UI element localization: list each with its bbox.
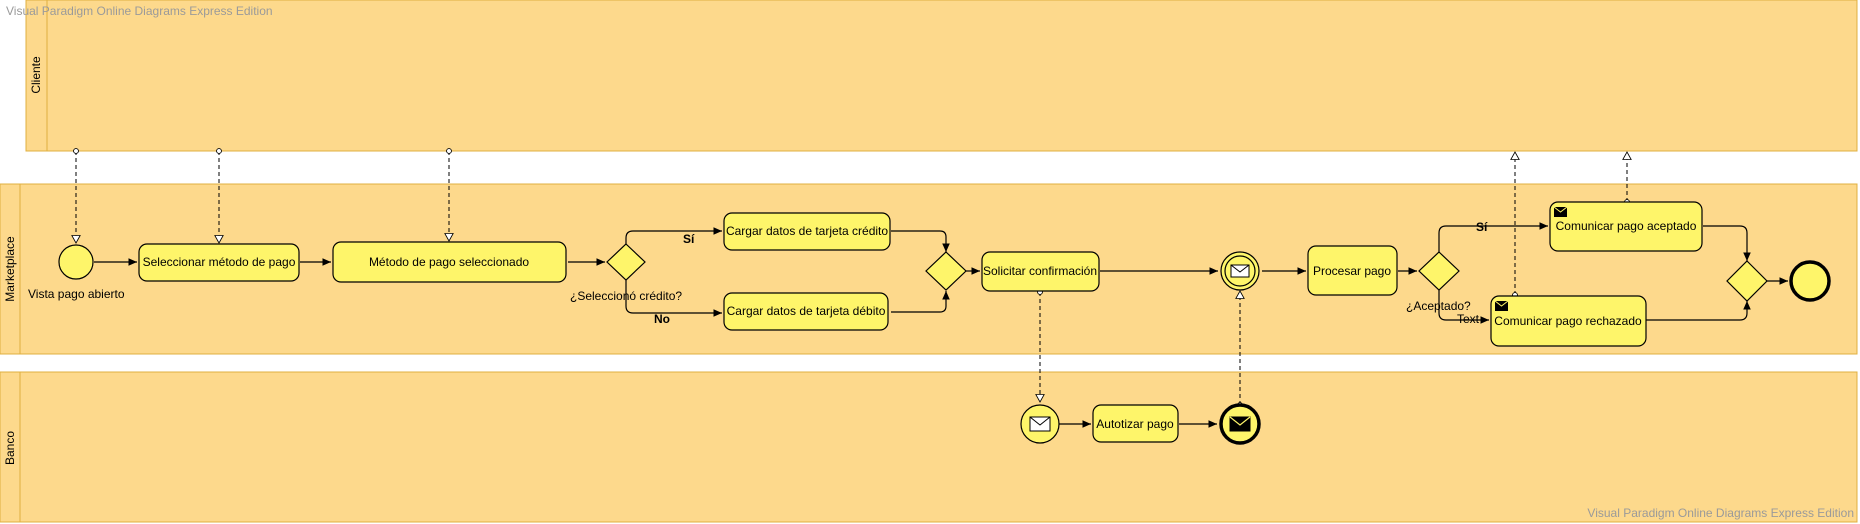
task-label: Autotizar pago bbox=[1096, 417, 1174, 431]
sequence-flow[interactable] bbox=[625, 279, 722, 317]
task-seleccionar-metodo[interactable]: Seleccionar método de pago bbox=[138, 243, 300, 282]
sequence-flow[interactable] bbox=[1438, 222, 1548, 253]
task-label: Procesar pago bbox=[1313, 264, 1391, 278]
intermediate-catch-message-event[interactable] bbox=[1220, 251, 1260, 291]
task-comunicar-rechazado[interactable]: Comunicar pago rechazado bbox=[1490, 295, 1647, 347]
task-label: Solicitar confirmación bbox=[983, 264, 1097, 278]
banco-message-end-event[interactable] bbox=[1219, 403, 1261, 445]
gateway-merge-tarjeta[interactable] bbox=[925, 251, 967, 291]
gateway-credito[interactable] bbox=[606, 243, 646, 281]
watermark-top: Visual Paradigm Online Diagrams Express … bbox=[6, 4, 273, 18]
sequence-flows bbox=[94, 222, 1788, 428]
task-solicitar-confirmacion[interactable]: Solicitar confirmación bbox=[981, 251, 1100, 292]
pool-cliente[interactable]: Cliente bbox=[25, 0, 1858, 152]
gateway-aceptado-label: ¿Aceptado? bbox=[1406, 299, 1471, 313]
task-label: Comunicar pago rechazado bbox=[1494, 314, 1642, 328]
sequence-flow[interactable] bbox=[1646, 301, 1751, 321]
end-event[interactable] bbox=[1789, 260, 1831, 302]
flow-label-text: Text bbox=[1457, 312, 1480, 326]
task-procesar-pago[interactable]: Procesar pago bbox=[1307, 245, 1398, 296]
watermark-bottom: Visual Paradigm Online Diagrams Express … bbox=[1587, 506, 1854, 520]
sequence-flow[interactable] bbox=[625, 227, 722, 245]
start-event[interactable] bbox=[58, 244, 94, 280]
task-cargar-credito[interactable]: Cargar datos de tarjeta crédito bbox=[723, 212, 891, 251]
task-label: Cargar datos de tarjeta crédito bbox=[726, 224, 888, 238]
start-event-label: Vista pago abierto bbox=[28, 287, 125, 301]
flow-label-si: Sí bbox=[1476, 220, 1488, 234]
task-comunicar-aceptado[interactable]: Comunicar pago aceptado bbox=[1549, 201, 1703, 252]
task-metodo-seleccionado[interactable]: Método de pago seleccionado bbox=[332, 241, 567, 283]
lane-label-banco: Banco bbox=[3, 431, 17, 465]
sequence-flow[interactable] bbox=[891, 291, 950, 313]
task-cargar-debito[interactable]: Cargar datos de tarjeta débito bbox=[723, 292, 889, 331]
pool-banco[interactable]: Banco bbox=[0, 371, 1858, 523]
task-label: Método de pago seleccionado bbox=[369, 255, 529, 269]
task-label: Seleccionar método de pago bbox=[143, 255, 296, 269]
task-label: Cargar datos de tarjeta débito bbox=[727, 304, 886, 318]
gateway-credito-label: ¿Seleccionó crédito? bbox=[570, 289, 682, 303]
lane-label-marketplace: Marketplace bbox=[3, 236, 17, 302]
task-label: Comunicar pago aceptado bbox=[1556, 219, 1697, 233]
envelope-icon bbox=[1229, 416, 1251, 432]
lane-label-cliente: Cliente bbox=[29, 56, 43, 94]
flow-label-si: Sí bbox=[683, 232, 695, 246]
envelope-icon bbox=[1029, 416, 1051, 432]
sequence-flow[interactable] bbox=[1703, 225, 1751, 261]
banco-message-start-event[interactable] bbox=[1020, 404, 1060, 444]
task-autorizar-pago[interactable]: Autotizar pago bbox=[1092, 404, 1179, 443]
flow-label-no: No bbox=[654, 312, 670, 326]
envelope-icon bbox=[1230, 264, 1250, 278]
sequence-flow[interactable] bbox=[891, 230, 950, 252]
gateway-merge-final[interactable] bbox=[1726, 260, 1768, 302]
sequence-flow[interactable] bbox=[1438, 289, 1489, 324]
send-message-icon bbox=[1494, 300, 1509, 311]
send-message-icon bbox=[1553, 206, 1568, 217]
gateway-aceptado[interactable] bbox=[1418, 251, 1460, 291]
message-flows bbox=[71, 148, 1632, 408]
